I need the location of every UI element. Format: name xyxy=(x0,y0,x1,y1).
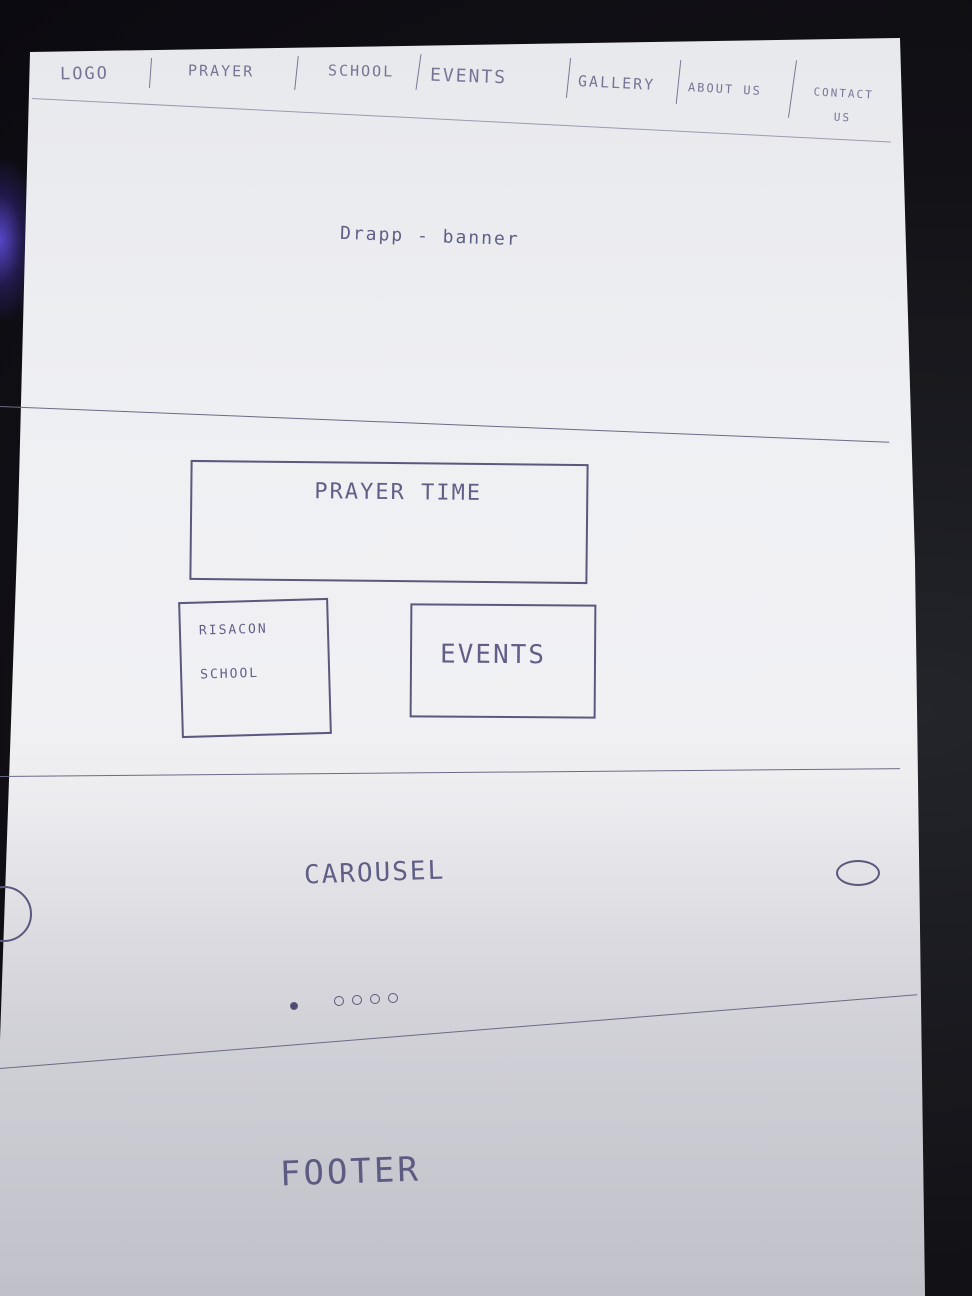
footer-label: FOOTER xyxy=(279,1149,422,1195)
carousel-dot[interactable] xyxy=(388,993,398,1003)
school-card-subtitle: SCHOOL xyxy=(199,665,260,683)
nav-item-prayer[interactable]: PRAYER xyxy=(187,61,255,81)
carousel-dot-active[interactable] xyxy=(290,1002,298,1010)
prayer-time-card[interactable]: PRAYER TIME xyxy=(189,459,589,585)
carousel-dot[interactable] xyxy=(334,996,344,1006)
school-card-title: RISACON xyxy=(198,621,268,639)
school-card[interactable]: RISACON SCHOOL xyxy=(178,597,332,739)
carousel-dot[interactable] xyxy=(370,994,380,1004)
nav-item-school[interactable]: SCHOOL xyxy=(327,61,395,81)
chevron-right-icon[interactable] xyxy=(836,860,880,886)
nav-item-events[interactable]: EVENTS xyxy=(429,64,508,89)
events-card[interactable]: EVENTS xyxy=(409,603,597,719)
prayer-time-label: PRAYER TIME xyxy=(314,479,483,506)
nav-item-contact[interactable]: CONTACT US xyxy=(813,85,875,125)
carousel-dot[interactable] xyxy=(352,995,362,1005)
carousel-label: CAROUSEL xyxy=(303,855,446,891)
events-card-label: EVENTS xyxy=(439,639,547,671)
nav-logo[interactable]: LOGO xyxy=(59,63,110,85)
